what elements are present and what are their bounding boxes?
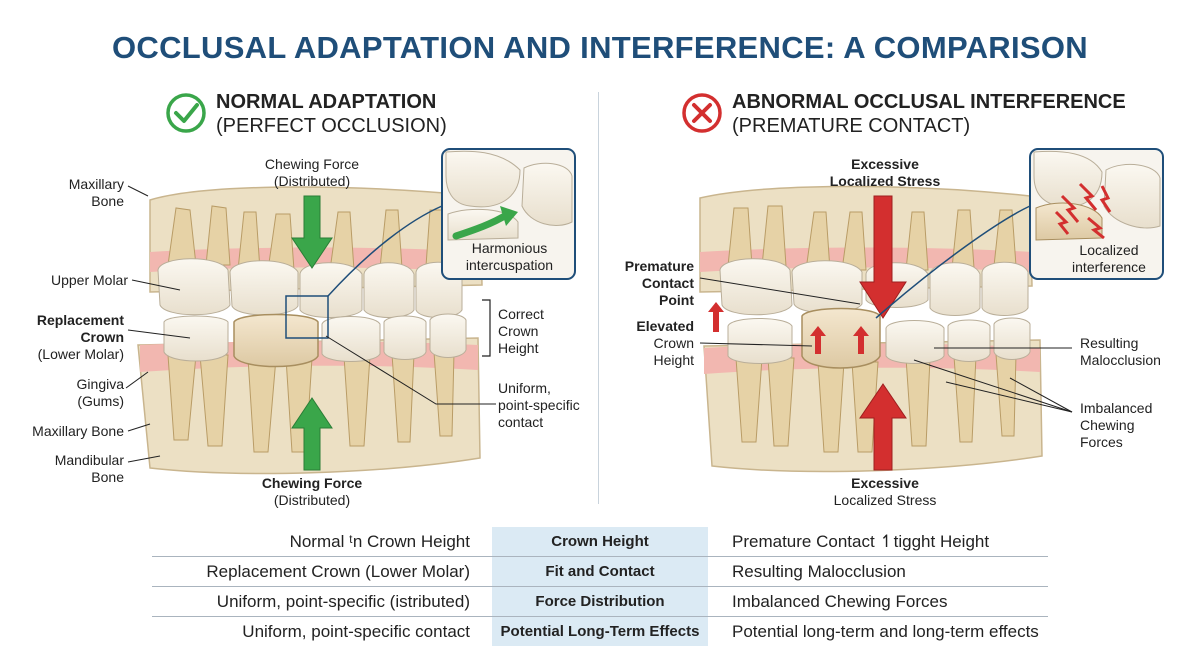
normal-heading-sub: (PERFECT OCCLUSION) bbox=[216, 115, 447, 137]
comparison-table: Normal ᵗn Crown Height Crown Height Prem… bbox=[152, 527, 1048, 646]
label-elevated-crown-height: Elevated Crown Height bbox=[636, 318, 694, 368]
label-mandibular-bone: Mandibular Bone bbox=[54, 452, 124, 485]
normal-panel-heading: NORMAL ADAPTATION (PERFECT OCCLUSION) bbox=[216, 90, 447, 138]
abnormal-heading-bold: ABNORMAL OCCLUSAL INTERFERENCE bbox=[732, 91, 1126, 113]
table-cell-abnormal: Premature Contact ↿tigght Height bbox=[732, 532, 990, 551]
label-excessive-stress-bottom: Excessive Localized Stress bbox=[833, 475, 937, 508]
label-maxillary-bone-bottom: Maxillary Bone bbox=[32, 423, 124, 439]
chewing-force-arrow-up bbox=[291, 397, 333, 471]
table-cell-criterion: Crown Height bbox=[492, 527, 708, 556]
label-replacement-crown: Replacement Crown (Lower Molar) bbox=[36, 312, 124, 362]
abnormal-occlusion-illustration bbox=[699, 148, 1164, 473]
table-cell-criterion: Fit and Contact bbox=[492, 557, 708, 586]
normal-heading-bold: NORMAL ADAPTATION bbox=[216, 91, 437, 113]
label-localized-interference: Localized interference bbox=[1072, 242, 1146, 275]
table-row: Normal ᵗn Crown Height Crown Height Prem… bbox=[152, 527, 1048, 557]
label-premature-contact-point: Premature Contact Point bbox=[624, 258, 694, 308]
upper-molar-tooth bbox=[157, 258, 231, 316]
contact-zoom-box bbox=[285, 295, 329, 339]
table-cell-abnormal: Resulting Malocclusion bbox=[732, 562, 906, 581]
replacement-crown-tooth bbox=[233, 313, 319, 368]
table-cell-criterion: Force Distribution bbox=[492, 587, 708, 616]
table-cell-normal: Normal ᵗn Crown Height bbox=[289, 532, 470, 551]
excessive-stress-arrow-up bbox=[859, 383, 907, 471]
label-correct-crown-height: Correct Crown Height bbox=[498, 306, 544, 356]
abnormal-heading-sub: (PREMATURE CONTACT) bbox=[732, 115, 971, 137]
label-upper-molar: Upper Molar bbox=[50, 272, 128, 288]
table-cell-normal: Uniform, point-specific contact bbox=[242, 622, 470, 641]
elevated-crown-tooth bbox=[801, 307, 881, 369]
table-row: Replacement Crown (Lower Molar) Fit and … bbox=[152, 557, 1048, 587]
label-chewing-force-bottom: Chewing Force (Distributed) bbox=[261, 475, 363, 508]
page-title: OCCLUSAL ADAPTATION AND INTERFERENCE: A … bbox=[112, 30, 1088, 65]
label-gingiva: Gingiva (Gums) bbox=[76, 376, 124, 409]
chewing-force-arrow-down bbox=[291, 195, 333, 269]
small-up-arrow-crown-1 bbox=[810, 326, 826, 354]
table-cell-abnormal: Imbalanced Chewing Forces bbox=[732, 592, 948, 611]
label-harmonious-intercuspation: Harmonious intercuspation bbox=[465, 240, 554, 273]
label-imbalanced-chewing-forces: Imbalanced Chewing Forces bbox=[1080, 400, 1153, 450]
table-cell-criterion: Potential Long-Term Effects bbox=[492, 617, 708, 646]
panel-divider bbox=[598, 92, 599, 504]
label-uniform-contact: Uniform, point-specific contact bbox=[498, 380, 580, 430]
small-up-arrow-left bbox=[708, 302, 724, 332]
lower-molar-tooth bbox=[163, 315, 229, 362]
harmonious-intercuspation-inset bbox=[441, 148, 576, 280]
localized-interference-inset bbox=[1029, 148, 1164, 280]
label-maxillary-bone-top: Maxillary Bone bbox=[68, 176, 124, 209]
red-x-circle-icon bbox=[682, 93, 722, 133]
small-up-arrow-crown-2 bbox=[853, 326, 869, 354]
excessive-stress-arrow-down bbox=[859, 195, 907, 319]
normal-occlusion-illustration bbox=[125, 148, 576, 475]
table-cell-abnormal: Potential long-term and long-term effect… bbox=[732, 622, 1039, 641]
table-row: Uniform, point-specific contact Potentia… bbox=[152, 617, 1048, 646]
table-cell-normal: Uniform, point-specific (istributed) bbox=[216, 592, 470, 611]
label-resulting-malocclusion: Resulting Malocclusion bbox=[1080, 335, 1161, 368]
abnormal-panel-heading: ABNORMAL OCCLUSAL INTERFERENCE (PREMATUR… bbox=[732, 90, 1126, 138]
green-check-circle-icon bbox=[166, 93, 206, 133]
table-row: Uniform, point-specific (istributed) For… bbox=[152, 587, 1048, 617]
label-excessive-stress-top: Excessive Localized Stress bbox=[829, 156, 941, 189]
table-cell-normal: Replacement Crown (Lower Molar) bbox=[206, 562, 470, 581]
label-chewing-force-top: Chewing Force (Distributed) bbox=[264, 156, 360, 189]
